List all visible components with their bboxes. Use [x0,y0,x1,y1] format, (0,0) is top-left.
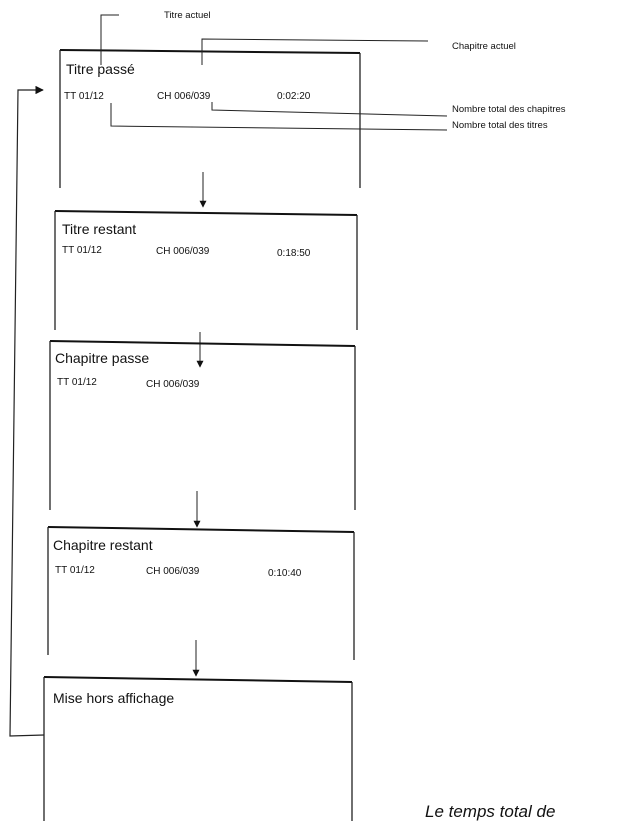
screen-titre-restant: Titre restant TT 01/12 CH 006/039 0:18:5… [54,210,358,330]
remaining-time: 0:18:50 [277,248,311,259]
callout-chapitre-actuel: Chapitre actuel [452,41,516,52]
callout-line-titre-actuel [100,14,119,65]
chapter-counter: CH 006/039 [156,246,210,257]
title-counter: TT 01/12 [62,245,102,256]
chapter-counter: CH 006/039 [146,566,200,577]
callout-line-total-chapitres [211,102,448,117]
title-counter: TT 01/12 [55,565,95,576]
screen-frame-top [47,526,355,533]
screen-title: Chapitre restant [53,537,153,553]
screen-title: Titre restant [62,221,136,237]
title-counter: TT 01/12 [64,91,104,102]
callout-nombre-total-titres: Nombre total des titres [452,120,548,131]
footer-note: Le temps total de [425,802,555,821]
callout-nombre-total-chapitres: Nombre total des chapitres [452,104,566,115]
screen-frame-top [43,676,353,683]
callout-titre-actuel: Titre actuel [164,10,211,21]
title-counter: TT 01/12 [57,377,97,388]
screen-frame-top [54,210,358,216]
elapsed-time: 0:02:20 [277,91,311,102]
chapter-counter: CH 006/039 [146,379,200,390]
screen-chapitre-passe: Chapitre passe TT 01/12 CH 006/039 [49,340,356,510]
screen-mise-hors-affichage: Mise hors affichage [43,676,353,821]
callout-line-total-titres [110,103,448,131]
chapter-counter: CH 006/039 [157,91,211,102]
screen-title: Chapitre passe [55,350,149,366]
screen-titre-passe: Titre passé TT 01/12 CH 006/039 0:02:20 [59,49,361,188]
screen-title: Mise hors affichage [53,690,174,706]
loop-back-arrow [9,85,45,737]
remaining-time: 0:10:40 [268,568,302,579]
screen-frame-top [59,49,361,54]
screen-title: Titre passé [66,61,135,77]
callouts: Titre actuel Chapitre actuel Nombre tota… [100,10,566,131]
screen-frame-top [49,340,356,347]
callout-line-chapitre-actuel [201,38,429,65]
screen-chapitre-restant: Chapitre restant TT 01/12 CH 006/039 0:1… [47,526,355,660]
